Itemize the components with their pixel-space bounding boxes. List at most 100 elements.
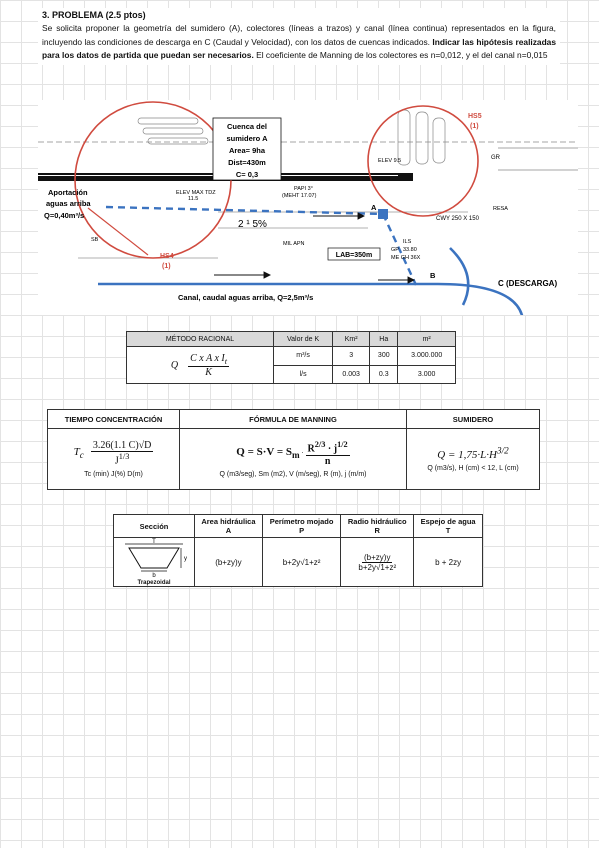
cuenca-label-1: Cuenca del — [227, 122, 267, 131]
metodo-header-row: MÉTODO RACIONAL Valor de K Km² Ha m² — [126, 331, 456, 347]
mil-apn: MIL APN — [283, 241, 305, 247]
slope-label: 2 ¹ 5% — [238, 219, 267, 230]
metodo-header: Valor de K — [272, 331, 334, 347]
problem-text-part1: Se solicita proponer la geometría del su… — [42, 23, 556, 47]
ils-label: ILS — [403, 239, 412, 245]
manning-units: Q (m3/seg), Sm (m2), V (m/seg), R (m), j… — [219, 470, 367, 478]
lab-label: LAB=350m — [336, 252, 372, 259]
seccion-header-l2: A — [225, 526, 232, 535]
metodo-cell: 300 — [369, 346, 399, 366]
sumidero-formula-text: Q = 1,75·L·H — [437, 449, 497, 462]
sumidero-exp: 3/2 — [496, 445, 509, 456]
cwy-label: CWY 250 X 150 — [436, 216, 480, 222]
problem-text: Se solicita proponer la geometría del su… — [42, 22, 556, 63]
collector-upstream — [105, 205, 384, 216]
metodo-header: Km² — [332, 331, 371, 347]
rational-numerator: C x A x It — [188, 352, 230, 367]
flow-arrows — [214, 212, 416, 284]
hs4-pointer — [87, 207, 149, 256]
cuenca-area: Area= 9ha — [229, 146, 266, 155]
trapezoid-label-y: y — [184, 556, 187, 562]
point-a: A — [371, 203, 377, 212]
cuenca-dist: Dist=430m — [228, 158, 266, 167]
tc-symbol: Tc — [73, 446, 84, 460]
hs4-label: HS4 — [160, 253, 174, 260]
manning-lhs-sub: m — [292, 450, 300, 461]
tc-denominator: J1/3 — [115, 452, 130, 466]
seccion-header-l2: T — [445, 526, 451, 535]
seccion-header-l2: R — [374, 526, 380, 535]
site-figure: Cuenca del sumidero A Area= 9ha Dist=430… — [38, 100, 578, 321]
gp-label: GP — [391, 247, 399, 253]
problem-statement: 3. PROBLEMA (2.5 ptos) Se solicita propo… — [38, 8, 560, 65]
manning-num-r: R — [307, 443, 315, 455]
seccion-header-l1: Area hidráulica — [201, 517, 256, 526]
cuenca-c: C= 0,3 — [236, 170, 258, 179]
meht-label: (MEHT 17.07) — [282, 193, 317, 199]
formulas-header-row: TIEMPO CONCENTRACIÓN FÓRMULA DE MANNING … — [47, 409, 540, 429]
trapezoid-icon: T b y — [125, 539, 187, 579]
aportacion-2: aguas arriba — [46, 199, 91, 208]
canal-bend — [449, 247, 470, 306]
point-b: B — [430, 271, 436, 280]
metodo-cell: l/s — [272, 364, 334, 384]
q-symbol: Q — [170, 359, 179, 371]
metodo-cell: 3 — [332, 346, 371, 366]
manning-numerator: R2/3 · j1/2 — [305, 440, 350, 456]
me-label: ME GH 36X — [391, 255, 421, 261]
formulas-header: SUMIDERO — [406, 409, 540, 429]
seccion-row: T b y Trapezoidal (b+zy)y b+2y√1+z² (b+z… — [113, 537, 483, 587]
hs5-circle — [367, 105, 479, 217]
radio-numerator: (b+zy)y — [362, 552, 393, 563]
site-plan-drawing: Cuenca del sumidero A Area= 9ha Dist=430… — [38, 100, 578, 321]
formulas-table: TIEMPO CONCENTRACIÓN FÓRMULA DE MANNING … — [47, 409, 540, 490]
seccion-header-l1: Sección — [139, 521, 169, 531]
metodo-row-2: l/s 0.003 0.3 3.000 — [127, 364, 456, 384]
area-cell: (b+zy)y — [194, 537, 263, 587]
tc-symbol-text: T — [73, 446, 80, 459]
radio-fraction: (b+zy)y b+2y√1+z² — [358, 553, 396, 572]
manning-formula-cell: Q = S·V = Sm · R2/3 · j1/2 n Q (m3/seg),… — [179, 428, 407, 490]
manning-num-exp: 2/3 — [314, 440, 326, 450]
problem-title: 3. PROBLEMA (2.5 ptos) — [42, 10, 146, 20]
rational-formula: Q C x A x It K — [126, 346, 274, 384]
sumidero-a — [378, 209, 388, 219]
gr-label: GR — [491, 155, 501, 161]
seccion-header: Sección — [113, 514, 195, 538]
formulas-row: Tc 3.26(1.1 C)√D J1/3 Tc (min) J(%) D(m)… — [47, 428, 540, 490]
seccion-header-l2: P — [299, 526, 305, 535]
hs4-num: (1) — [162, 263, 171, 270]
metodo-header: Ha — [369, 331, 399, 347]
lab-box — [327, 247, 381, 261]
aportacion-1: Aportación — [48, 188, 88, 197]
metodo-cell: 0.3 — [369, 364, 399, 384]
elev95: ELEV 9.5 — [378, 158, 401, 164]
metodo-header: m² — [397, 331, 456, 347]
rational-num-text: C x A x I — [190, 352, 225, 364]
figure-background — [38, 100, 578, 315]
tc-units: Tc (min) J(%) D(m) — [84, 470, 143, 478]
sumidero-units: Q (m3/s), H (cm) < 12, L (cm) — [427, 465, 519, 473]
tc-numerator: 3.26(1.1 C)√D — [90, 440, 154, 453]
point-c: C (DESCARGA) — [498, 279, 557, 288]
seccion-header-l1: Espejo de agua — [420, 517, 476, 526]
trapezoid-label-b: b — [152, 573, 156, 578]
rational-num-sub: t — [224, 356, 228, 366]
sb-label: SB — [91, 237, 99, 243]
canal-label: Canal, caudal aguas arriba, Q=2,5m³/s — [178, 293, 313, 302]
gp-val: 33.80 — [403, 247, 417, 253]
seccion-header-l1: Radio hidráulico — [347, 517, 407, 526]
sumidero-formula-cell: Q = 1,75·L·H3/2 Q (m3/s), H (cm) < 12, L… — [406, 428, 540, 490]
trapezoid-cell: T b y Trapezoidal — [113, 537, 195, 587]
radio-denominator: b+2y√1+z² — [358, 562, 397, 572]
metodo-header: MÉTODO RACIONAL — [126, 331, 274, 347]
tc-formula-cell: Tc 3.26(1.1 C)√D J1/3 Tc (min) J(%) D(m) — [47, 428, 180, 490]
formulas-header: FÓRMULA DE MANNING — [179, 409, 407, 429]
problem-text-part2: El coeficiente de Manning de los colecto… — [256, 50, 548, 60]
rational-denominator: K — [205, 366, 212, 378]
manning-denominator: n — [324, 455, 331, 467]
